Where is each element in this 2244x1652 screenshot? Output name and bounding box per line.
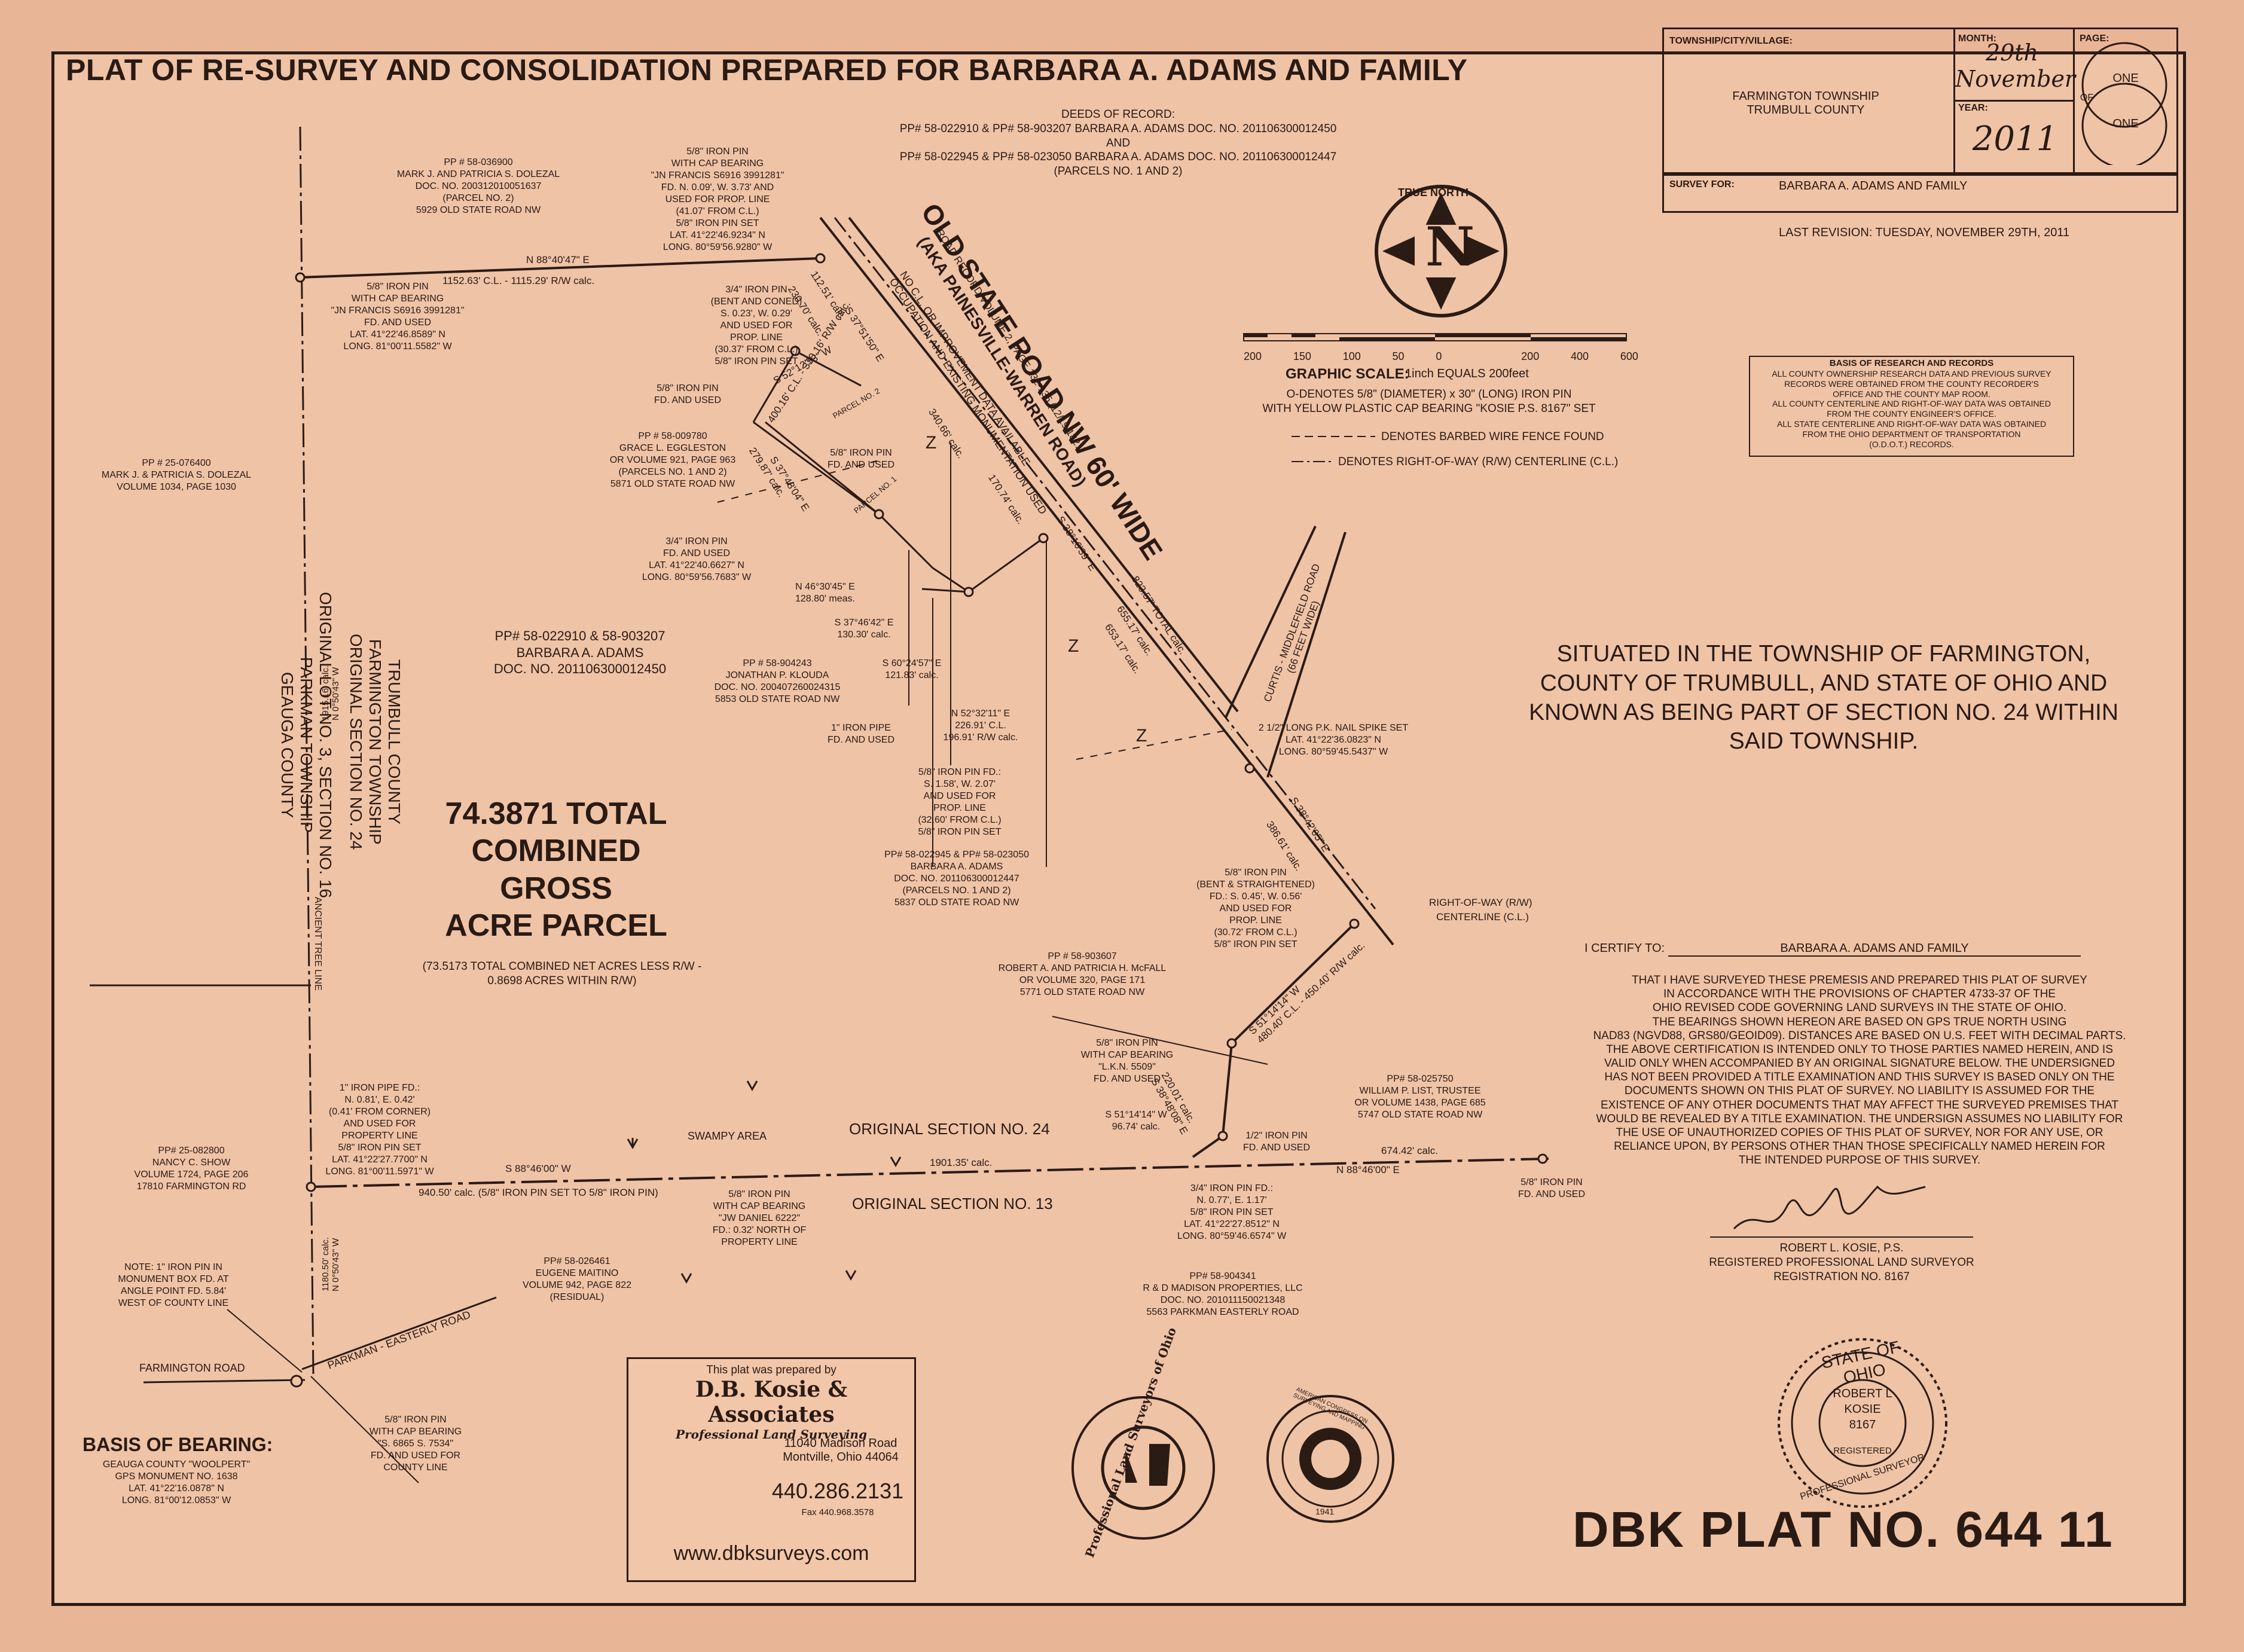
surveyor-role: REGISTERED PROFESSIONAL LAND SURVEYOR	[1709, 1256, 1974, 1269]
label-maitino: PP# 58-026461 EUGENE MAITINO VOLUME 942,…	[522, 1256, 631, 1302]
legend-centerline: DENOTES RIGHT-OF-WAY (R/W) CENTERLINE (C…	[1338, 456, 1619, 468]
net-acreage-note: (73.5173 TOTAL COMBINED NET ACRES LESS R…	[422, 960, 702, 987]
pls-ohio-logo	[1071, 1396, 1215, 1540]
year-label: YEAR:	[1958, 103, 1988, 113]
page-circles	[2081, 42, 2167, 165]
label-mcfall: PP # 58-903607 ROBERT A. AND PATRICIA H.…	[998, 951, 1167, 997]
company-phone: 440.286.2131	[771, 1479, 904, 1503]
year-value: 2011	[1972, 120, 2058, 158]
label-pin-north: 5/8" IRON PIN WITH CAP BEARING "JN FRANC…	[651, 146, 784, 252]
farmington-road-label: FARMINGTON ROAD	[139, 1362, 245, 1374]
company-name: D.B. Kosie & Associates	[695, 1377, 848, 1427]
section-line	[310, 1158, 1549, 1188]
survey-for-label: SURVEY FOR:	[1669, 179, 1735, 190]
basis-research-title: BASIS OF RESEARCH AND RECORDS	[1829, 358, 1994, 368]
deeds-of-record: DEEDS OF RECORD: PP# 58-022910 & PP# 58-…	[899, 108, 1337, 178]
label-bent-pin: 3/4" IRON PIN (BENT AND CONED) S. 0.23',…	[710, 285, 802, 367]
label-adams-southwest: PP# 58-022945 & PP# 58-023050 BARBARA A.…	[884, 850, 1029, 908]
label-pipe-west: 1" IRON PIPE FD.: N. 0.81', E. 0.42' (0.…	[325, 1083, 434, 1177]
page-total: ONE	[2112, 117, 2139, 130]
label-tree-line: ANCIENT TREE LINE	[313, 897, 323, 991]
label-list: PP# 58-025750 WILLIAM P. LIST, TRUSTEE O…	[1354, 1074, 1486, 1120]
month-value: 29th November	[1955, 39, 2076, 92]
label-section-24: ORIGINAL SECTION NO. 24	[849, 1120, 1050, 1138]
township-value: FARMINGTON TOWNSHIP TRUMBULL COUNTY	[1732, 90, 1879, 117]
plat-title: PLAT OF RE-SURVEY AND CONSOLIDATION PREP…	[66, 53, 1468, 87]
label-pin-three-quarter: 3/4" IRON PIN FD. AND USED LAT. 41°22'40…	[642, 536, 752, 582]
north-letter: N	[1425, 215, 1475, 279]
scale-equals: 1inch EQUALS 200feet	[1405, 367, 1529, 380]
parcel-1-line	[765, 421, 880, 515]
label-adams-main: PP# 58-022910 & 58-903207 BARBARA A. ADA…	[493, 628, 667, 676]
month-label: MONTH:	[1958, 33, 1996, 44]
basis-bearing-title: BASIS OF BEARING:	[83, 1434, 273, 1455]
certification-text: THAT I HAVE SURVEYED THESE PREMESIS AND …	[1593, 974, 2126, 1167]
total-acreage: 74.3871 TOTAL COMBINED GROSS ACRE PARCEL	[445, 796, 667, 943]
label-swampy: SWAMPY AREA	[688, 1130, 767, 1142]
road-edge-east	[848, 216, 1239, 713]
label-section-13: ORIGINAL SECTION NO. 13	[852, 1195, 1053, 1213]
basis-bearing-text: GEAUGA COUNTY "WOOLPERT" GPS MONUMENT NO…	[102, 1459, 251, 1506]
svg-text:Z: Z	[926, 433, 936, 453]
company-fax: Fax 440.968.3578	[801, 1507, 874, 1517]
label-trumbull: TRUMBULL COUNTY FARMINGTON TOWNSHIP ORIG…	[346, 634, 404, 850]
label-dolezal-west: PP # 25-076400 MARK J. & PATRICIA S. DOL…	[101, 458, 252, 492]
certify-to-label: I CERTIFY TO:	[1584, 942, 1665, 955]
company-ad: This plat was prepared by D.B. Kosie & A…	[627, 1357, 916, 1582]
last-revision: LAST REVISION: TUESDAY, NOVEMBER 29TH, 2…	[1779, 226, 2070, 239]
township-label: TOWNSHIP/CITY/VILLAGE:	[1669, 36, 1793, 46]
label-pin-bent: 5/8" IRON PIN (BENT & STRAIGHTENED) FD.:…	[1196, 868, 1315, 949]
page-number: ONE	[2112, 72, 2139, 85]
scale-title: GRAPHIC SCALE:	[1286, 366, 1409, 382]
surveyor-registration: REGISTRATION NO. 8167	[1773, 1271, 1910, 1283]
basis-research-box: BASIS OF RESEARCH AND RECORDS ALL COUNTY…	[1749, 356, 2074, 457]
label-note-pin: NOTE: 1" IRON PIN IN MONUMENT BOX FD. AT…	[118, 1262, 229, 1308]
situated-statement: SITUATED IN THE TOWNSHIP OF FARMINGTON, …	[1529, 641, 2118, 755]
label-pin-three-quarter-south: 3/4" IRON PIN FD.: N. 0.77', E. 1.17' 5/…	[1177, 1183, 1287, 1241]
seal-name: ROBERT L KOSIE 8167	[1833, 1387, 1892, 1431]
road-edge-west	[819, 216, 1394, 946]
north-boundary	[300, 257, 821, 279]
certify-to-value: BARBARA A. ADAMS AND FAMILY	[1668, 942, 2081, 957]
page-label: PAGE:	[2080, 33, 2109, 44]
company-address: 11040 Madison Road Montville, Ohio 44064	[783, 1437, 899, 1464]
basis-research-text: ALL COUNTY OWNERSHIP RESEARCH DATA AND P…	[1772, 369, 2051, 449]
parcel-no-1	[753, 421, 1044, 593]
surveyor-name: ROBERT L. KOSIE, P.S.	[1779, 1242, 1904, 1254]
swamp-icons	[627, 1080, 902, 1284]
state-seal-icon	[1778, 1338, 1947, 1508]
svg-text:Z: Z	[1068, 636, 1079, 656]
company-website: www.dbksurveys.com	[673, 1542, 869, 1565]
label-daniel: 5/8" IRON PIN WITH CAP BEARING "JW DANIE…	[712, 1189, 807, 1247]
county-line	[299, 126, 315, 1376]
label-pin-west: 5/8" IRON PIN WITH CAP BEARING "JN FRANC…	[331, 282, 465, 352]
graphic-scale-bar	[1243, 333, 1627, 341]
plat-number: DBK PLAT NO. 644 11	[1573, 1501, 2114, 1558]
legend-pin: O-DENOTES 5/8" (DIAMETER) x 30" (LONG) I…	[1262, 388, 1596, 415]
north-arrow-icon	[1375, 185, 1507, 317]
label-snow: PP# 25-082800 NANCY C. SHOW VOLUME 1724,…	[134, 1146, 249, 1192]
label-pin-lkn: 5/8" IRON PIN WITH CAP BEARING "L.K.N. 5…	[1080, 1038, 1174, 1084]
curtis-road-west	[1225, 526, 1317, 718]
label-madison: PP# 58-904341 R & D MADISON PROPERTIES, …	[1143, 1271, 1303, 1317]
title-block	[1662, 28, 2178, 176]
svg-text:Z: Z	[1136, 726, 1147, 746]
label-pin-found: 5/8" IRON PIN FD.: S. 1.58', W. 2.07' AN…	[918, 767, 1002, 837]
label-klouda: PP # 58-904243 JONATHAN P. KLOUDA DOC. N…	[714, 658, 841, 704]
label-eggleston: PP # 58-009780 GRACE L. EGGLESTON OR VOL…	[609, 431, 736, 489]
label-pin-southwest: 5/8" IRON PIN WITH CAP BEARING "S. 6865 …	[369, 1415, 462, 1473]
label-geauga: ORIGINAL LOT NO. 3, SECTION NO. 16 PARKM…	[277, 592, 335, 898]
label-dolezal-north: PP # 58-036900 MARK J. AND PATRICIA S. D…	[396, 157, 560, 215]
legend-fence: DENOTES BARBED WIRE FENCE FOUND	[1381, 430, 1604, 443]
curtis-road-east	[1266, 532, 1347, 778]
acsm-logo	[1266, 1395, 1394, 1523]
true-north-label: TRUE NORTH	[1398, 187, 1468, 199]
signature	[1733, 1185, 1926, 1230]
label-spike: 2 1/2" LONG P.K. NAIL SPIKE SET LAT. 41°…	[1258, 723, 1409, 757]
survey-for-value: BARBARA A. ADAMS AND FAMILY	[1779, 179, 1968, 193]
southeast-boundary	[1192, 923, 1355, 1158]
road-centerline	[834, 217, 1376, 909]
